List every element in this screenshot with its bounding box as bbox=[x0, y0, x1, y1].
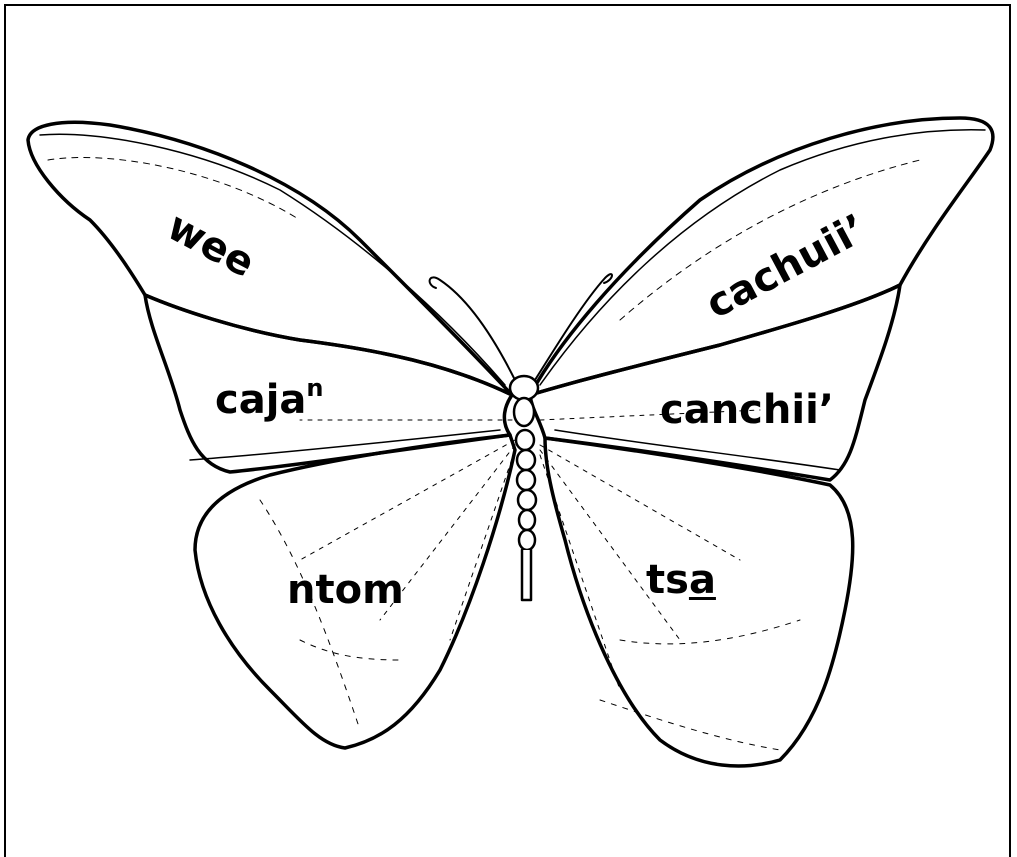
label-middle-left-superscript: n bbox=[306, 374, 323, 402]
label-lower-right-underlined: a bbox=[689, 557, 716, 603]
label-lower-right-prefix: ts bbox=[646, 557, 689, 603]
label-lower-left: ntom bbox=[287, 570, 404, 610]
label-middle-left-base: caja bbox=[215, 377, 306, 423]
label-middle-right: canchii’ bbox=[660, 390, 834, 430]
label-lower-right: tsa bbox=[646, 560, 716, 600]
left-antenna bbox=[430, 277, 515, 380]
butterfly-body bbox=[510, 376, 538, 600]
label-middle-left: cajan bbox=[215, 380, 324, 420]
right-antenna bbox=[535, 274, 612, 380]
middle-left-wing bbox=[145, 295, 512, 472]
upper-left-wing bbox=[28, 122, 512, 395]
